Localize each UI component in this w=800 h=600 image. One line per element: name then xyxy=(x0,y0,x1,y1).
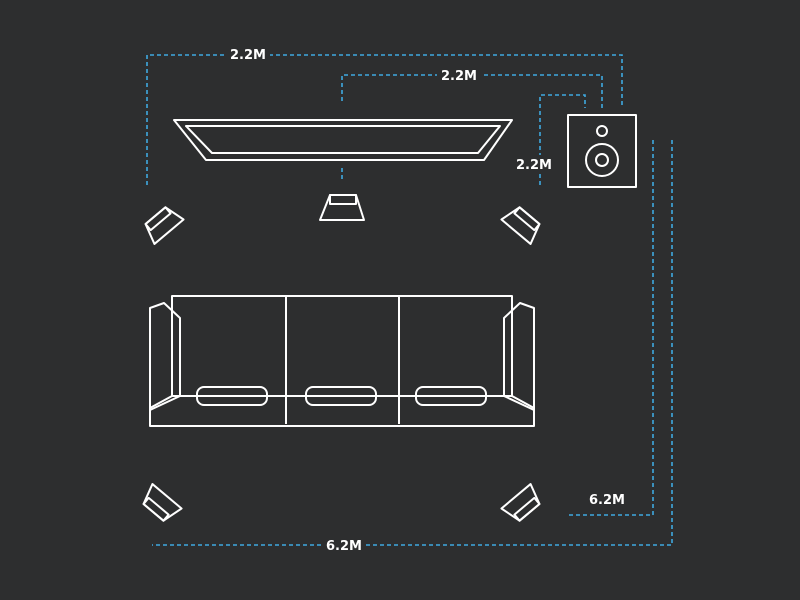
cable-rear-left xyxy=(152,140,673,546)
rear-left-speaker-icon xyxy=(142,483,183,522)
front-left-speaker-icon xyxy=(144,206,185,245)
rear-right-speaker-icon xyxy=(500,483,541,522)
cushion-left xyxy=(196,386,268,406)
label-top-outer: 2.2M xyxy=(230,48,266,63)
label-rear-right: 6.2M xyxy=(589,493,625,508)
cable-front-right xyxy=(539,94,586,185)
cable-front-left xyxy=(146,54,623,185)
soundbar-icon xyxy=(173,119,513,161)
front-right-speaker-icon xyxy=(500,206,541,245)
cable-lines xyxy=(146,54,673,546)
label-rear-bottom: 6.2M xyxy=(326,539,362,554)
cushion-center xyxy=(305,386,377,406)
sofa-icon xyxy=(149,295,535,427)
label-top-inner: 2.2M xyxy=(441,69,477,84)
cushion-right xyxy=(415,386,487,406)
subwoofer-icon xyxy=(567,114,637,188)
distance-labels: 2.2M 2.2M 2.2M 6.2M 6.2M xyxy=(226,45,629,554)
cable-rear-right xyxy=(568,140,654,516)
label-subwoofer-side: 2.2M xyxy=(516,158,552,173)
center-speaker-icon xyxy=(319,194,365,221)
